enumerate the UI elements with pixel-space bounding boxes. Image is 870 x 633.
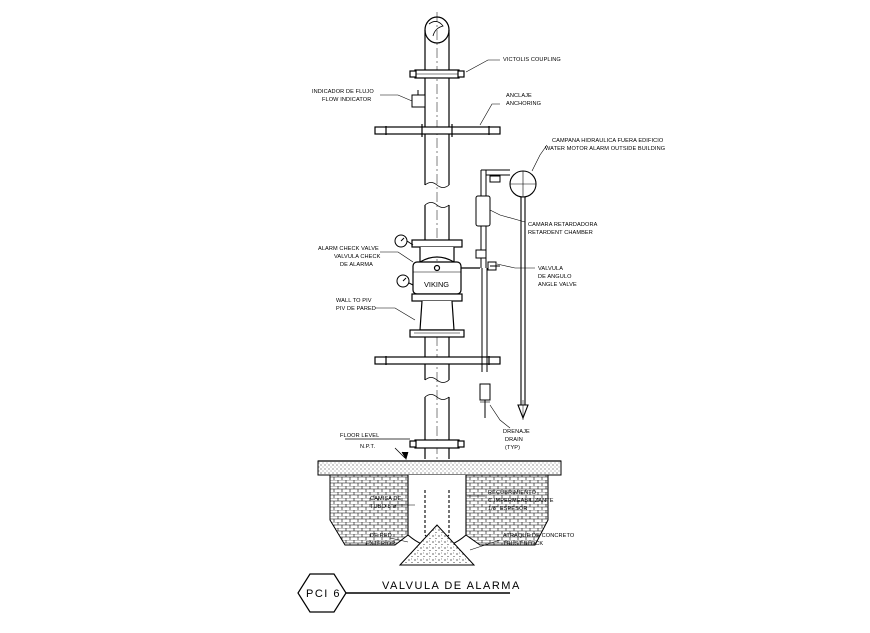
label-alarm-check-valve-en: ALARM CHECK VALVE <box>318 246 379 252</box>
label-water-motor-en: WATER MOTOR ALARM OUTSIDE BUILDING <box>545 146 665 152</box>
label-alarm-check-valve-es1: VALVULA CHECK <box>334 254 381 260</box>
brick-soil-left <box>329 474 409 546</box>
alarm-check-valve: VIKING <box>411 239 480 302</box>
pressure-gauge-upper <box>394 234 414 248</box>
wall-piv-valve <box>409 300 465 338</box>
label-anchoring-es: ANCLAJE <box>506 93 532 99</box>
label-angle-valve-es1: VALVULA <box>538 266 563 272</box>
label-retarding-chamber-es: CAMARA RETARDADORA <box>528 222 598 228</box>
label-external-network-1: DE RED <box>370 533 392 539</box>
viking-brand-label: VIKING <box>424 280 449 289</box>
label-flow-indicator-es: INDICADOR DE FLUJO <box>312 89 374 95</box>
label-coating-3: 1/8" ESPESOR <box>488 506 528 512</box>
label-flow-indicator-en: FLOW INDICATOR <box>322 97 371 103</box>
detail-tag: PCI 6 <box>297 573 347 613</box>
label-npt: N.P.T. <box>360 444 375 450</box>
retarding-chamber <box>475 169 510 268</box>
drain-line <box>479 268 491 418</box>
label-angle-valve-en: ANGLE VALVE <box>538 282 577 288</box>
label-coating-2: C.IMPERMEABILIZANTE <box>488 498 554 504</box>
label-angle-valve-es2: DE ANGULO <box>538 274 572 280</box>
label-wall-piv-es: PIV DE PARED <box>336 306 376 312</box>
anchoring-top <box>374 124 501 137</box>
angle-valve <box>475 249 500 271</box>
concrete-thrust-block <box>398 524 476 566</box>
label-thrust-block-es: ATRAQUE DE CONCRETO <box>503 533 575 539</box>
detail-code: PCI 6 <box>306 588 341 600</box>
label-wall-piv-en: WALL TO PIV <box>336 298 372 304</box>
label-coating-1: RECUBRIMIENTO <box>488 490 537 496</box>
label-floor-level: FLOOR LEVEL <box>340 433 379 439</box>
label-water-motor-es: CAMPANA HIDRAULICA FUERA EDIFICIO <box>552 138 664 144</box>
label-thrust-block-en: TRUST BLOCK <box>503 541 543 547</box>
label-sleeve-2: TUBO 8"ø <box>370 504 397 510</box>
pressure-gauge-lower <box>396 274 414 288</box>
floor-level-marker <box>345 438 410 461</box>
label-anchoring-en: ANCHORING <box>506 101 541 107</box>
label-retarding-chamber-en: RETARDENT CHAMBER <box>528 230 593 236</box>
victaulic-coupling <box>409 69 465 79</box>
water-motor-alarm <box>509 170 537 420</box>
anchoring-bottom <box>374 356 501 365</box>
leader-lines <box>375 59 548 551</box>
label-alarm-check-valve-es2: DE ALARMA <box>340 262 373 268</box>
floor-slab <box>317 460 562 476</box>
label-drain-en: DRAIN <box>505 437 523 443</box>
label-drain-typ: (TYP) <box>505 445 520 451</box>
label-drain-es: DRENAJE <box>503 429 530 435</box>
detail-title: VALVULA DE ALARMA <box>382 580 521 592</box>
label-victaulic-coupling: VICTOLIS COUPLING <box>503 57 561 63</box>
label-external-network-2: EXTERIOR <box>366 541 395 547</box>
victaulic-coupling-lower <box>409 439 465 449</box>
label-sleeve-1: CAMISA DE <box>370 496 402 502</box>
flow-indicator <box>411 90 426 108</box>
